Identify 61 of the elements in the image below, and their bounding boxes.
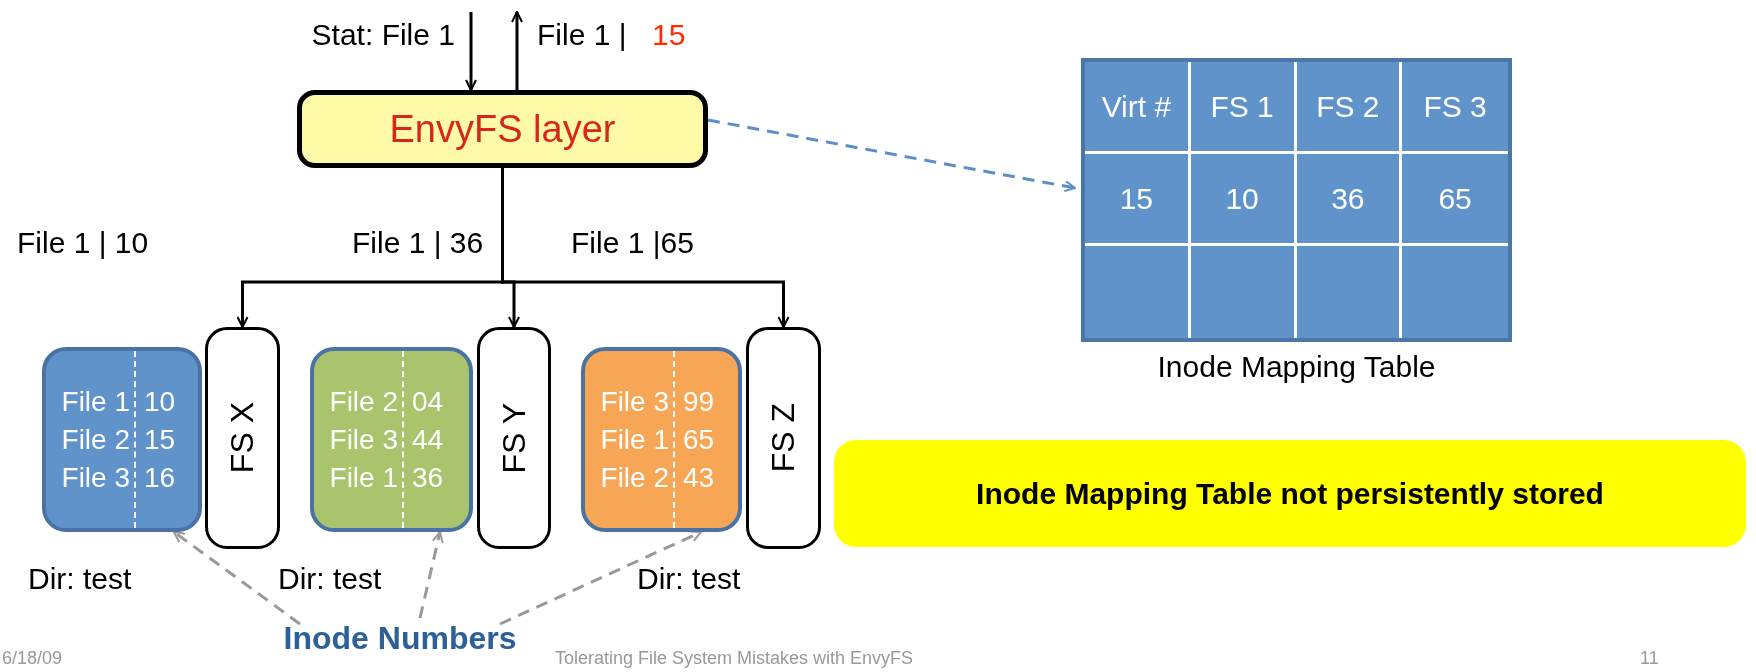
node-label: Dir: test (278, 562, 382, 596)
file-name: File 3 (329, 423, 399, 456)
directory-box (310, 347, 473, 532)
inode-number: 15 (652, 18, 686, 52)
file-name: File 1 (600, 423, 670, 456)
file-system-box (477, 327, 551, 549)
inode-number: 16 (143, 461, 176, 494)
leader-line (499, 530, 702, 626)
table-value: 10 (1225, 181, 1259, 216)
inode-number: 99 (682, 385, 715, 418)
column-header: FS 2 (1316, 89, 1380, 124)
file-name: File 2 (329, 385, 399, 418)
table-value: 65 (1438, 181, 1472, 216)
box-title: EnvyFS layer (389, 107, 616, 151)
inode-number: 36 (411, 461, 444, 494)
callout-text: Inode Numbers (283, 619, 517, 657)
file-system-name: FS Y (495, 402, 533, 474)
arrow (465, 12, 477, 91)
footer-text: Tolerating File System Mistakes with EnvyFS (555, 648, 914, 669)
leader-line (173, 530, 301, 626)
file-name: File 2 (600, 461, 670, 494)
column-header: FS 3 (1423, 89, 1487, 124)
connector-arrow (501, 168, 790, 328)
file-name: File 3 (61, 461, 131, 494)
edge-label: File 1 | 36 (352, 226, 484, 260)
process-box (297, 90, 708, 168)
file-name: File 1 (329, 461, 399, 494)
edge-label: File 1 | (537, 18, 627, 52)
table-value: 15 (1119, 181, 1154, 216)
footer-text: 6/18/09 (2, 648, 63, 669)
node-label: Dir: test (637, 562, 741, 596)
file-name: File 2 (61, 423, 131, 456)
file-name: File 1 (61, 385, 131, 418)
mapping-table (1081, 58, 1512, 342)
inode-number: 15 (143, 423, 176, 456)
directory-box (581, 347, 742, 532)
file-system-box (746, 327, 821, 549)
connector-arrow (707, 118, 1076, 193)
leader-line (418, 531, 444, 619)
file-name: File 3 (600, 385, 670, 418)
edge-label: File 1 |65 (571, 226, 694, 260)
file-system-name: FS Z (765, 403, 802, 473)
inode-number: 04 (411, 385, 444, 418)
column-header: FS 1 (1210, 89, 1274, 124)
node-label: Inode Mapping Table (1156, 350, 1437, 384)
inode-number: 43 (682, 461, 715, 494)
directory-box (42, 347, 202, 532)
inode-number: 44 (411, 423, 444, 456)
file-system-name: FS X (224, 402, 261, 474)
inode-number: 10 (143, 385, 176, 418)
inode-number: 65 (682, 423, 715, 456)
page-number: 11 (1640, 648, 1659, 669)
note-box (834, 440, 1746, 547)
table-value: 36 (1331, 181, 1365, 216)
arrow (511, 11, 523, 90)
file-system-box (205, 327, 280, 549)
note-text: Inode Mapping Table not persistently stored (976, 476, 1604, 511)
node-label: Dir: test (28, 562, 132, 596)
column-header: Virt # (1101, 89, 1172, 124)
edge-label: File 1 | 10 (17, 226, 149, 260)
edge-label: Stat: File 1 (310, 18, 455, 52)
